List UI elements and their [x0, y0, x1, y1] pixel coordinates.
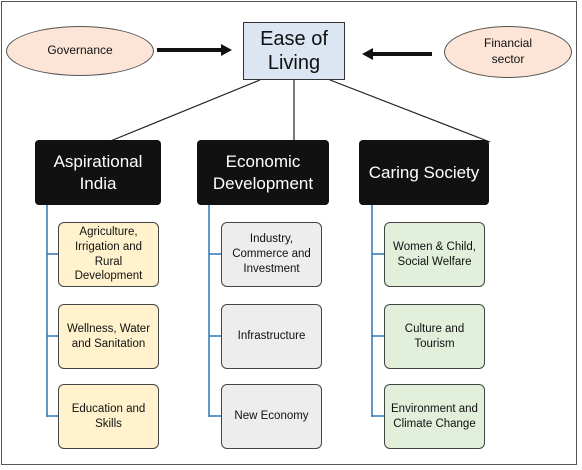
- item-wellness: Wellness, Water and Sanitation: [58, 304, 159, 369]
- pillar-aspirational-india: Aspirational India: [35, 140, 161, 205]
- pillar-caring-society: Caring Society: [359, 140, 489, 205]
- link-root-pillar-1: [107, 79, 261, 143]
- item-infrastructure: Infrastructure: [221, 304, 322, 369]
- pillar-economic-development: Economic Development: [197, 140, 329, 205]
- item-education: Education and Skills: [58, 384, 159, 449]
- diagram-frame: [1, 1, 577, 465]
- item-new-economy: New Economy: [221, 384, 322, 449]
- arrowhead-financial: [362, 48, 373, 60]
- link-root-pillar-3: [329, 79, 491, 143]
- item-industry: Industry, Commerce and Investment: [221, 222, 322, 287]
- financial-sector-node: Financial sector: [444, 26, 572, 78]
- item-agriculture: Agriculture, Irrigation and Rural Develo…: [58, 222, 159, 287]
- item-culture-tourism: Culture and Tourism: [384, 304, 485, 369]
- ease-of-living-node: Ease of Living: [243, 22, 345, 80]
- item-women-child: Women & Child, Social Welfare: [384, 222, 485, 287]
- governance-node: Governance: [6, 26, 154, 76]
- item-environment: Environment and Climate Change: [384, 384, 485, 449]
- arrowhead-governance: [221, 44, 232, 56]
